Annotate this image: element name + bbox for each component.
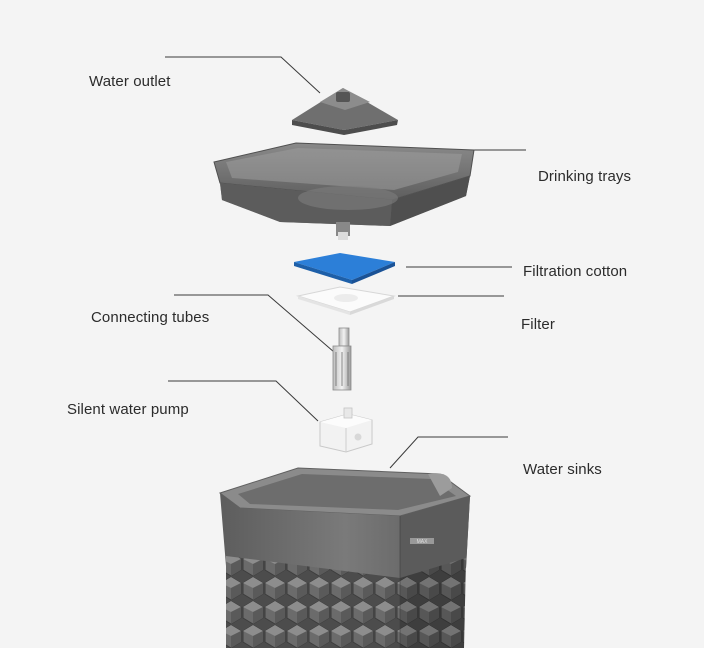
max-marking: MAX [417,539,429,545]
filtration-cotton-part [294,253,395,284]
water-pump-part [319,407,373,453]
max-marking-plate [410,538,434,544]
leader-water-outlet [165,56,321,94]
label-drinking-trays: Drinking trays [538,168,632,185]
label-filtration-cotton: Filtration cotton [523,263,628,280]
leader-lines [165,56,526,469]
label-water-outlet: Water outlet [89,73,171,90]
label-filter: Filter [521,316,555,333]
label-connecting-tubes: Connecting tubes [91,309,210,326]
leader-silent-water-pump [168,380,319,422]
water-sink-part: MAX [218,467,472,648]
label-water-sinks: Water sinks [523,461,602,478]
filter-part [296,286,396,315]
label-silent-water-pump: Silent water pump [67,401,189,418]
drinking-tray-part [213,142,475,240]
leader-water-sinks [389,436,508,469]
water-outlet-part [292,88,398,135]
connecting-tube-part [332,327,352,391]
leader-connecting-tubes [174,294,335,353]
